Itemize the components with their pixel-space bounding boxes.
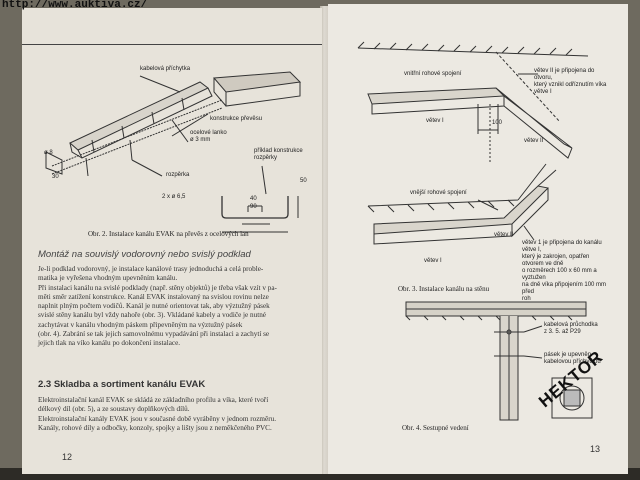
label-vetev1-top: větev I xyxy=(426,118,444,124)
label-ocelove-lanko: ocelové lanko ø 3 mm xyxy=(190,130,227,143)
label-vetev2-top: větev II xyxy=(524,138,544,144)
text-line: naplnit plným počtem vodičů. Kanál je nu… xyxy=(38,302,270,311)
label-kabelova-prichytka: kabelová příchytka xyxy=(140,66,191,72)
label-vetev-pripojena-2: větev 1 je připojena do kanálu větve I, … xyxy=(522,240,612,303)
label-vetev2-bottom: větev II xyxy=(494,232,514,238)
text-line: Kanály, rohové díly a odbočky, konzoly, … xyxy=(38,423,272,432)
page-number-left: 12 xyxy=(62,452,73,462)
text-line: z 3. 5. až P29 xyxy=(544,329,581,335)
text-line: který je zakrojen, opatřen otvorem ve dn… xyxy=(522,254,590,267)
label-d90: 90 xyxy=(250,204,257,210)
text-line: jejich tlak na víko kanálu po dokončení … xyxy=(38,339,181,348)
left-page: kabelová příchytka konstrukce převěsu oc… xyxy=(22,8,322,474)
text-line: roh xyxy=(522,296,531,302)
paragraph-mounting: Je-li podklad vodorovný, je instalace ka… xyxy=(38,265,306,349)
text-line: kabelovou příchytkou xyxy=(544,359,601,365)
heading-section: 2.3 Skladba a sortiment kanálu EVAK xyxy=(38,379,206,390)
label-d50: 50 xyxy=(300,178,307,184)
right-page: vnitřní rohové spojení větev II je připo… xyxy=(328,4,628,474)
page-top-rule xyxy=(22,44,322,45)
figure-2-caption: Obr. 2. Instalace kanálu EVAK na převěs … xyxy=(88,230,249,238)
label-priklad: příklad konstrukce rozpěrky xyxy=(254,148,303,161)
figure-4-drawing xyxy=(405,301,593,421)
text-line: větev 1 je připojena do kanálu větve I, xyxy=(522,240,602,253)
book-gutter xyxy=(320,6,330,474)
text-line: Při instalaci kanálu na svislé podklady … xyxy=(38,283,277,292)
text-line: Elektroinstalační kanál EVAK se skládá z… xyxy=(38,396,269,404)
label-vetev1-bottom: větev I xyxy=(424,258,442,264)
figure-3-caption: Obr. 3. Instalace kanálu na stěnu xyxy=(398,285,490,293)
label-prichodka: kabelová průchodka z 3. 5. až P29 xyxy=(544,322,624,336)
label-vetev-pripojena: větev II je připojena do otvoru, který v… xyxy=(534,68,614,96)
heading-mounting: Montáž na souvislý vodorovný nebo svislý… xyxy=(38,249,251,260)
text-line: svislé stěny kanálu byl vždy nahoře (obr… xyxy=(38,311,267,320)
text-line: větev II je připojena do otvoru, xyxy=(534,68,595,81)
label-d40: 40 xyxy=(250,196,257,202)
text-line: Elektroinstalační kanály EVAK jsou v sou… xyxy=(38,414,276,423)
label-pasek: pásek je upevněn kabelovou příchytkou xyxy=(544,352,624,366)
text-line: o rozměrech 100 x 60 mm a vyztužen xyxy=(522,268,597,281)
text-line: na dně víka připojením 100 mm před xyxy=(522,282,607,295)
figure-2-drawing xyxy=(45,71,302,233)
label-konstrukce-prevesu: konstrukce převěsu xyxy=(210,116,263,122)
label-dim-b: 30 xyxy=(52,174,59,180)
text-line: matika je vyřešena vhodným upevněním kan… xyxy=(38,274,178,283)
figure-3-drawing xyxy=(357,41,589,245)
label-rozmer: 2 x ø 6,5 xyxy=(162,194,186,200)
page-number-right: 13 xyxy=(590,444,601,454)
text-line: zachytávat v kanálu vhodným páskem připe… xyxy=(38,320,243,329)
figure-4-caption: Obr. 4. Sestupné vedení xyxy=(402,424,469,432)
text-line: (obr. 4). Zabrání se tak jejich samovoln… xyxy=(38,330,270,339)
text-line: měti směr zatížení konstrukce. Kanál EVA… xyxy=(38,292,269,301)
paragraph-section: Elektroinstalační kanál EVAK se skládá z… xyxy=(38,396,306,433)
label-d100: 100 xyxy=(492,120,503,126)
label-rozperka: rozpěrka xyxy=(166,172,190,178)
label-vnitrni-spojeni: vnitřní rohové spojení xyxy=(404,71,462,77)
text-line: kabelová průchodka xyxy=(544,322,598,328)
text-line: Je-li podklad vodorovný, je instalace ka… xyxy=(38,265,264,273)
label-vnejsi-spojeni: vnější rohové spojení xyxy=(410,190,467,196)
site-url-watermark: http://www.auktiva.cz/ xyxy=(2,0,148,11)
text-line: pásek je upevněn xyxy=(544,352,592,358)
label-dim-a: ø 8 xyxy=(44,150,53,156)
text-line: který vznikl odříznutím víka větve I xyxy=(534,82,607,95)
text-line: délkový díl (obr. 5), a ze soustavy dopl… xyxy=(38,405,190,414)
